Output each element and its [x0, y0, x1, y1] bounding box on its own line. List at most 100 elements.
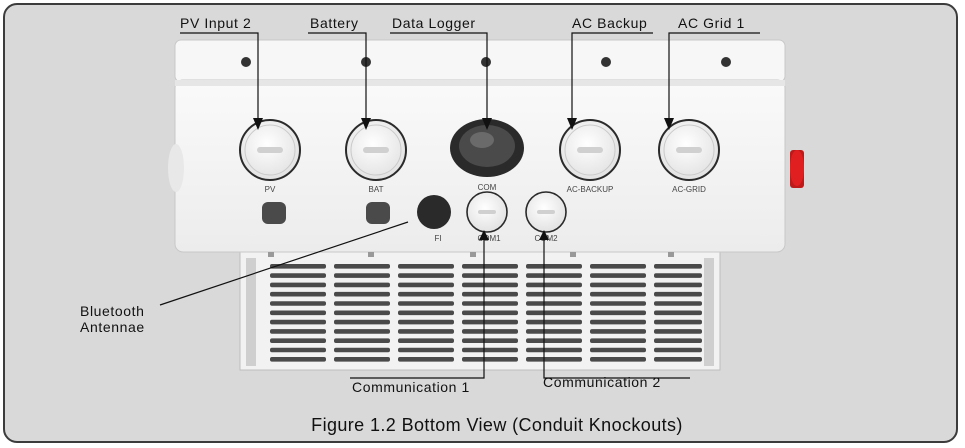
heatsink-fin — [526, 338, 582, 343]
heatsink-fin — [654, 291, 702, 297]
bottom-screws — [268, 252, 674, 257]
heatsink-fin — [590, 319, 646, 325]
heatsink-fin — [462, 329, 518, 334]
heatsink-fin — [590, 282, 646, 288]
heatsink-fin — [590, 338, 646, 343]
heatsink-fin — [462, 291, 518, 297]
heatsink-fin — [654, 338, 702, 343]
heatsink-fin — [334, 357, 390, 362]
heatsink-fin — [334, 264, 390, 269]
heatsink-fin — [526, 319, 582, 325]
ac-backup-port — [559, 119, 621, 181]
callout-lines — [159, 32, 760, 379]
heatsink-fin — [462, 282, 518, 288]
callout-pv-input-2: PV Input 2 — [180, 15, 251, 31]
pv-port — [239, 119, 301, 181]
heatsink-fin — [526, 357, 582, 362]
fi-port — [417, 195, 451, 229]
com1-port — [466, 191, 508, 233]
heatsink-fin — [398, 291, 454, 297]
heatsink-fin — [526, 329, 582, 334]
heatsink-fin — [334, 329, 390, 334]
heatsink-fin — [654, 319, 702, 325]
bat-small-plug — [366, 202, 390, 224]
heatsink-fin — [590, 357, 646, 362]
heatsink-fin — [654, 310, 702, 316]
heatsink-fin — [270, 282, 326, 288]
heatsink-fin — [398, 264, 454, 269]
callout-communication-1: Communication 1 — [352, 379, 470, 395]
label-bat: BAT — [369, 185, 384, 194]
heatsink-fin — [654, 273, 702, 278]
heatsink-fin — [590, 329, 646, 334]
heatsink-fin — [398, 273, 454, 278]
lid-screws — [241, 57, 731, 67]
heatsink-fin — [334, 310, 390, 316]
heatsink-fin — [334, 273, 390, 278]
heatsink-fin — [334, 301, 390, 306]
bat-port — [345, 119, 407, 181]
heatsink-fin — [270, 273, 326, 278]
com2-port — [525, 191, 567, 233]
heatsink-fin — [398, 282, 454, 288]
heatsink-fin — [526, 291, 582, 297]
heatsink-fin — [398, 319, 454, 325]
heatsink-fin — [462, 310, 518, 316]
heatsink-fin — [590, 291, 646, 297]
callout-ac-backup: AC Backup — [572, 15, 647, 31]
left-side-bump — [168, 144, 184, 192]
heatsink-fin — [526, 273, 582, 278]
label-pv: PV — [265, 185, 276, 194]
heatsink-fin — [398, 310, 454, 316]
heatsink-fins — [270, 264, 702, 362]
callout-bluetooth-line1: Bluetooth — [80, 303, 145, 319]
heatsink-fin — [526, 264, 582, 269]
heatsink-fin — [334, 291, 390, 297]
heatsink-fin — [398, 329, 454, 334]
heatsink-fin — [398, 357, 454, 362]
heatsink-fin — [654, 357, 702, 362]
heatsink-fin — [462, 338, 518, 343]
heatsink-fin — [526, 301, 582, 306]
heatsink-fin — [462, 357, 518, 362]
heatsink-fin — [654, 329, 702, 334]
inverter-lid — [174, 39, 786, 83]
label-ac-backup: AC-BACKUP — [567, 185, 614, 194]
label-fi: FI — [434, 234, 441, 243]
heatsink-fin — [270, 338, 326, 343]
heatsink-fin — [526, 347, 582, 353]
dc-switch — [790, 150, 804, 188]
heatsink-fin — [590, 264, 646, 269]
heatsink-fin — [398, 338, 454, 343]
heatsink-fin — [590, 310, 646, 316]
com-port — [450, 119, 524, 177]
heatsink-fin — [270, 264, 326, 269]
heatsink-fin — [334, 319, 390, 325]
heatsink-fin — [590, 347, 646, 353]
heatsink-fin — [462, 301, 518, 306]
heatsink-fin — [654, 264, 702, 269]
heatsink-fin — [334, 347, 390, 353]
heatsink-fin — [398, 301, 454, 306]
heatsink-fin — [334, 338, 390, 343]
pv-small-plug — [262, 202, 286, 224]
label-com1: COM1 — [477, 234, 501, 243]
heatsink-fin — [462, 264, 518, 269]
label-ac-grid: AC-GRID — [672, 185, 706, 194]
heatsink-fin — [526, 282, 582, 288]
heatsink-fin — [270, 291, 326, 297]
heatsink-fin — [270, 347, 326, 353]
callout-communication-2: Communication 2 — [543, 374, 661, 390]
label-com: COM — [478, 183, 497, 192]
heatsink-fin — [270, 310, 326, 316]
heatsink-fin — [398, 347, 454, 353]
heatsink-fin — [270, 357, 326, 362]
heatsink-fin — [590, 273, 646, 278]
heatsink-fin — [462, 319, 518, 325]
heatsink-fin — [590, 301, 646, 306]
heatsink — [239, 251, 721, 371]
figure-caption: Figure 1.2 Bottom View (Conduit Knockout… — [311, 415, 683, 435]
heatsink-fin — [270, 319, 326, 325]
heatsink-fin — [270, 301, 326, 306]
